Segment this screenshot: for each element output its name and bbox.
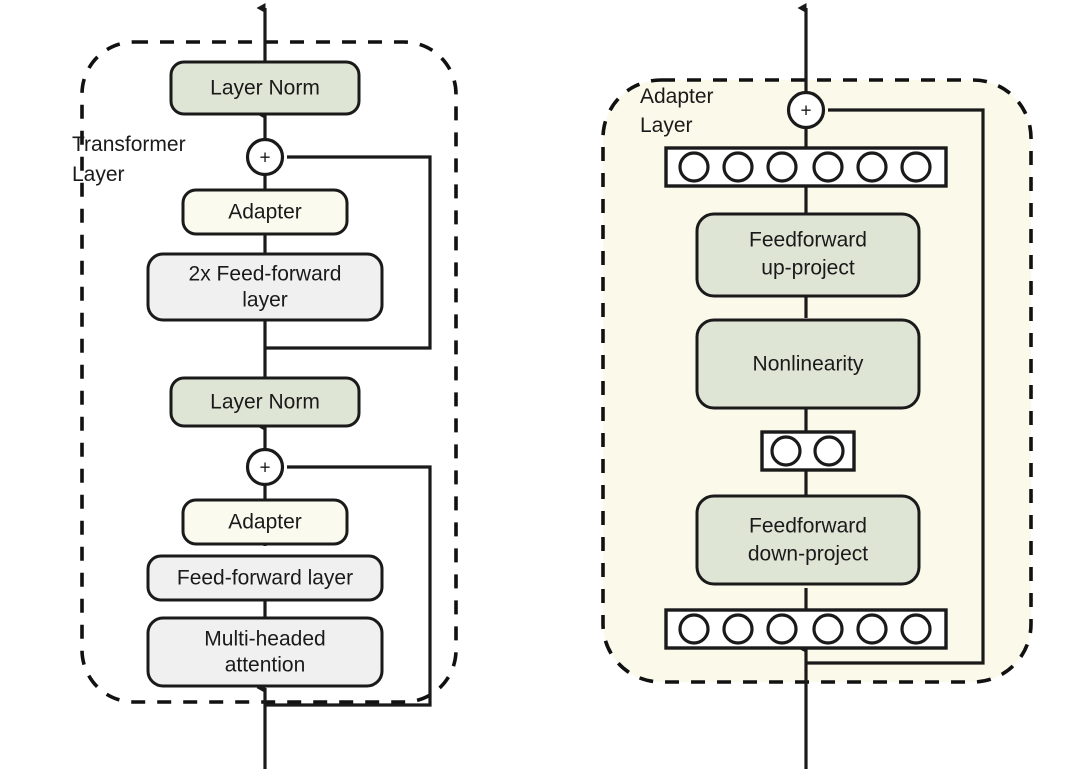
input-vector[interactable] [664, 608, 948, 650]
add-adapter-symbol: + [800, 101, 811, 122]
feedforward-up-project-label-line2: up-project [761, 257, 855, 280]
adapter-bottom-rect [181, 498, 349, 546]
multi-headed-attention-label-line2: attention [225, 654, 306, 677]
feedforward-down-project-label-line1: Feedforward [749, 515, 867, 538]
wire-skip-bottom [265, 465, 432, 707]
add-top-node[interactable]: + [245, 137, 285, 177]
add-adapter-node[interactable]: + [786, 90, 826, 130]
vector-unit [900, 613, 932, 645]
adapter-layer-label-line2: Layer [640, 114, 693, 137]
vector-unit [812, 151, 844, 183]
feedforward-up-project-label-line1: Feedforward [749, 229, 867, 252]
adapter-top-rect [181, 188, 349, 236]
vector-unit [678, 613, 710, 645]
transformer-layer-label-line1: Transformer [72, 133, 186, 156]
feedforward-down-project-box[interactable]: Feedforward down-project [695, 494, 921, 586]
wire-adapter-skip [806, 108, 985, 665]
input-vector-rect [664, 608, 948, 650]
feedforward-up-project-rect [695, 212, 921, 298]
nonlinearity-box[interactable]: Nonlinearity [695, 318, 921, 410]
layer-norm-top-rect [169, 60, 361, 116]
nonlinearity-label: Nonlinearity [753, 353, 864, 376]
vector-unit [900, 151, 932, 183]
wire-skip-top [265, 155, 432, 350]
feedforward-down-project-rect [695, 494, 921, 586]
feed-forward-layer-rect [146, 554, 384, 602]
add-bottom-circle [245, 447, 285, 487]
layer-norm-top-box[interactable]: Layer Norm [169, 60, 361, 116]
output-vector-rect [664, 146, 948, 188]
vector-unit [856, 613, 888, 645]
adapter-top-box[interactable]: Adapter [181, 188, 349, 236]
feed-forward-layer-box[interactable]: Feed-forward layer [146, 554, 384, 602]
bottleneck-vector[interactable] [760, 430, 856, 472]
feed-forward-2x-label-line1: 2x Feed-forward [189, 263, 342, 286]
add-top-circle [245, 137, 285, 177]
adapter-bottom-box[interactable]: Adapter [181, 498, 349, 546]
adapter-layer-label-line1: Adapter [640, 85, 714, 108]
vector-unit [722, 151, 754, 183]
multi-headed-attention-rect [146, 616, 384, 688]
transformer-layer-dashed-border [80, 40, 458, 704]
adapter-bottom-label: Adapter [228, 511, 302, 534]
vector-unit [722, 613, 754, 645]
multi-headed-attention-box[interactable]: Multi-headed attention [146, 616, 384, 688]
nonlinearity-rect [695, 318, 921, 410]
feed-forward-2x-box[interactable]: 2x Feed-forward layer [146, 252, 384, 322]
vector-unit [766, 151, 798, 183]
adapter-top-label: Adapter [228, 201, 302, 224]
add-bottom-node[interactable]: + [245, 447, 285, 487]
add-adapter-circle [786, 90, 826, 130]
layer-norm-bottom-rect [169, 376, 361, 428]
feed-forward-2x-rect [146, 252, 384, 322]
vector-unit [766, 613, 798, 645]
transformer-layer-label-line2: Layer [72, 163, 125, 186]
multi-headed-attention-label-line1: Multi-headed [204, 628, 325, 651]
vector-unit [856, 151, 888, 183]
transformer-layer-panel: Transformer Layer Layer Norm [72, 3, 458, 769]
feedforward-up-project-box[interactable]: Feedforward up-project [695, 212, 921, 298]
add-bottom-symbol: + [259, 458, 270, 479]
feedforward-down-project-label-line2: down-project [748, 543, 868, 566]
feed-forward-2x-label-line2: layer [242, 289, 288, 312]
layer-norm-top-label: Layer Norm [210, 77, 320, 100]
vector-unit [678, 151, 710, 183]
adapter-layer-panel: Adapter Layer Feedforward up-project [601, 3, 1033, 769]
feed-forward-layer-label: Feed-forward layer [177, 567, 353, 590]
output-vector[interactable] [664, 146, 948, 188]
vector-unit [770, 435, 802, 467]
vector-unit [813, 435, 845, 467]
layer-norm-bottom-box[interactable]: Layer Norm [169, 376, 361, 428]
vector-unit [812, 613, 844, 645]
layer-norm-bottom-label: Layer Norm [210, 391, 320, 414]
add-top-symbol: + [259, 148, 270, 169]
